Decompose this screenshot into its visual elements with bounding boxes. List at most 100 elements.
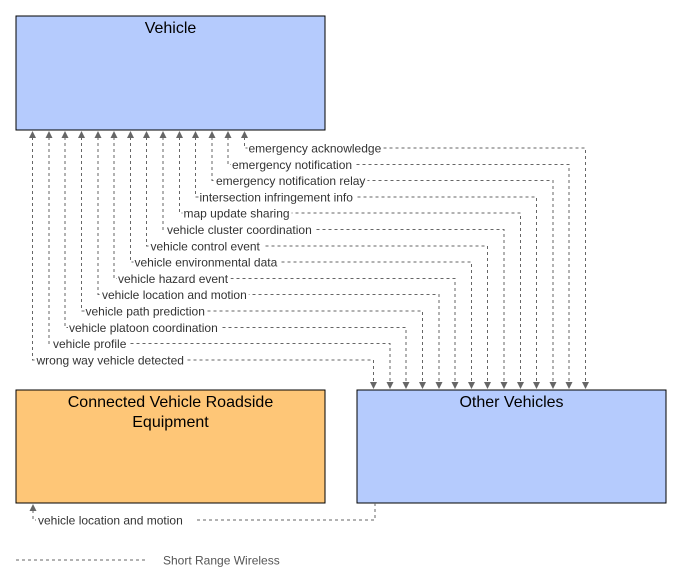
flow-label: emergency notification xyxy=(232,158,352,172)
arrow-up-icon xyxy=(176,131,183,138)
flow-line[interactable] xyxy=(146,137,488,383)
arrow-down-icon xyxy=(370,382,377,389)
other-vehicles-box[interactable] xyxy=(356,389,667,504)
label-background xyxy=(231,158,355,171)
flow-vehicle-path-prediction[interactable]: vehicle path prediction xyxy=(78,131,426,389)
arrow-up-icon xyxy=(94,131,102,138)
label-background xyxy=(215,174,368,187)
flow-vehicle-environmental-data[interactable]: vehicle environmental data xyxy=(127,131,475,389)
label-background xyxy=(34,354,186,366)
arrow-down-icon xyxy=(468,382,475,389)
cvre-title-line2: Equipment xyxy=(132,414,209,431)
flow-line[interactable] xyxy=(48,137,391,383)
flow-map-update-sharing[interactable]: map update sharing xyxy=(176,131,524,389)
vehicle-title: Vehicle xyxy=(145,20,197,37)
arrow-up-icon xyxy=(127,131,134,138)
flow-label: vehicle platoon coordination xyxy=(69,321,218,335)
arrow-up-icon xyxy=(241,131,248,138)
label-background xyxy=(117,272,231,285)
arrow-down-icon xyxy=(419,382,426,389)
flow-other-to-cvre[interactable]: vehicle location and motion xyxy=(29,503,376,528)
flow-vehicle-platoon-coordination[interactable]: vehicle platoon coordination xyxy=(61,131,410,389)
flow-line[interactable] xyxy=(195,137,537,383)
flow-emergency-acknowledge[interactable]: emergency acknowledge xyxy=(241,131,589,389)
arrow-up-icon xyxy=(29,504,37,511)
arrow-up-icon xyxy=(29,131,36,138)
label-background xyxy=(133,256,280,268)
flow-label: vehicle location and motion xyxy=(38,514,183,528)
arrow-down-icon xyxy=(500,382,508,389)
arrow-down-icon xyxy=(533,382,540,389)
legend: Short Range Wireless xyxy=(16,554,280,568)
arrow-up-icon xyxy=(110,131,118,138)
flow-label: vehicle path prediction xyxy=(86,305,205,319)
flow-intersection-infringement-info[interactable]: intersection infringement info xyxy=(192,131,540,389)
flow-line[interactable] xyxy=(113,137,456,383)
flow-vehicle-location-and-motion[interactable]: vehicle location and motion xyxy=(94,131,443,389)
label-background xyxy=(198,191,356,203)
other-vehicles-title: Other Vehicles xyxy=(459,394,563,411)
label-background xyxy=(101,288,249,301)
flow-vehicle-profile[interactable]: vehicle profile xyxy=(45,131,394,389)
arrow-up-icon xyxy=(192,131,199,138)
node-connected-vehicle-roadside-equipment[interactable]: Connected Vehicle Roadside Equipment xyxy=(15,389,326,504)
arrow-down-icon xyxy=(451,382,459,389)
arrow-down-icon xyxy=(582,382,589,389)
label-background xyxy=(149,240,263,252)
arrow-up-icon xyxy=(45,131,53,138)
arrow-down-icon xyxy=(402,382,410,389)
flow-label: vehicle location and motion xyxy=(102,288,247,302)
flow-line[interactable] xyxy=(130,137,472,383)
flow-label: vehicle profile xyxy=(53,337,127,351)
flow-line[interactable] xyxy=(97,137,440,383)
vehicle-box[interactable] xyxy=(15,15,326,131)
flow-emergency-notification[interactable]: emergency notification xyxy=(224,131,573,389)
label-background xyxy=(52,337,129,350)
arrow-up-icon xyxy=(208,131,216,138)
arrow-down-icon xyxy=(517,382,524,389)
label-background xyxy=(182,207,292,219)
flow-label: vehicle hazard event xyxy=(118,272,229,286)
flow-vehicle-control-event[interactable]: vehicle control event xyxy=(143,131,491,389)
flow-line[interactable] xyxy=(227,137,570,383)
flow-label: emergency acknowledge xyxy=(249,142,382,156)
flow-vehicle-cluster-coordination[interactable]: vehicle cluster coordination xyxy=(159,131,508,389)
flow-label: emergency notification relay xyxy=(216,174,365,188)
label-background xyxy=(247,142,384,154)
arrow-up-icon xyxy=(159,131,167,138)
legend-label: Short Range Wireless xyxy=(163,554,280,568)
cvre-title-line1: Connected Vehicle Roadside xyxy=(68,394,274,411)
label-background xyxy=(166,223,314,236)
flow-line[interactable] xyxy=(81,137,423,383)
flow-line[interactable] xyxy=(179,137,521,383)
label-background xyxy=(36,514,196,527)
flow-label: vehicle control event xyxy=(151,240,261,254)
flows-other-to-vehicle: emergency acknowledge emergency notificat… xyxy=(29,131,589,389)
arrow-up-icon xyxy=(224,131,232,138)
arrow-down-icon xyxy=(549,382,557,389)
flow-label: map update sharing xyxy=(184,207,290,221)
arrow-up-icon xyxy=(78,131,85,138)
cvre-box[interactable] xyxy=(15,389,326,504)
flow-emergency-notification-relay[interactable]: emergency notification relay xyxy=(208,131,557,389)
arrow-down-icon xyxy=(484,382,491,389)
flow-line[interactable] xyxy=(244,137,586,383)
node-other-vehicles[interactable]: Other Vehicles xyxy=(356,389,667,504)
label-background xyxy=(84,305,207,317)
flow-line[interactable] xyxy=(64,137,407,383)
flow-line[interactable] xyxy=(32,503,376,521)
flow-wrong-way-vehicle-detected[interactable]: wrong way vehicle detected xyxy=(29,131,377,389)
flow-line[interactable] xyxy=(162,137,505,383)
arrow-down-icon xyxy=(565,382,573,389)
arrow-up-icon xyxy=(61,131,69,138)
arrow-up-icon xyxy=(143,131,150,138)
flow-label: vehicle environmental data xyxy=(135,256,278,270)
flow-label: vehicle cluster coordination xyxy=(167,223,312,237)
arrow-down-icon xyxy=(435,382,443,389)
label-background xyxy=(68,321,220,334)
node-vehicle[interactable]: Vehicle xyxy=(15,15,326,131)
flow-label: wrong way vehicle detected xyxy=(36,354,184,368)
flow-vehicle-hazard-event[interactable]: vehicle hazard event xyxy=(110,131,459,389)
arrow-down-icon xyxy=(386,382,394,389)
